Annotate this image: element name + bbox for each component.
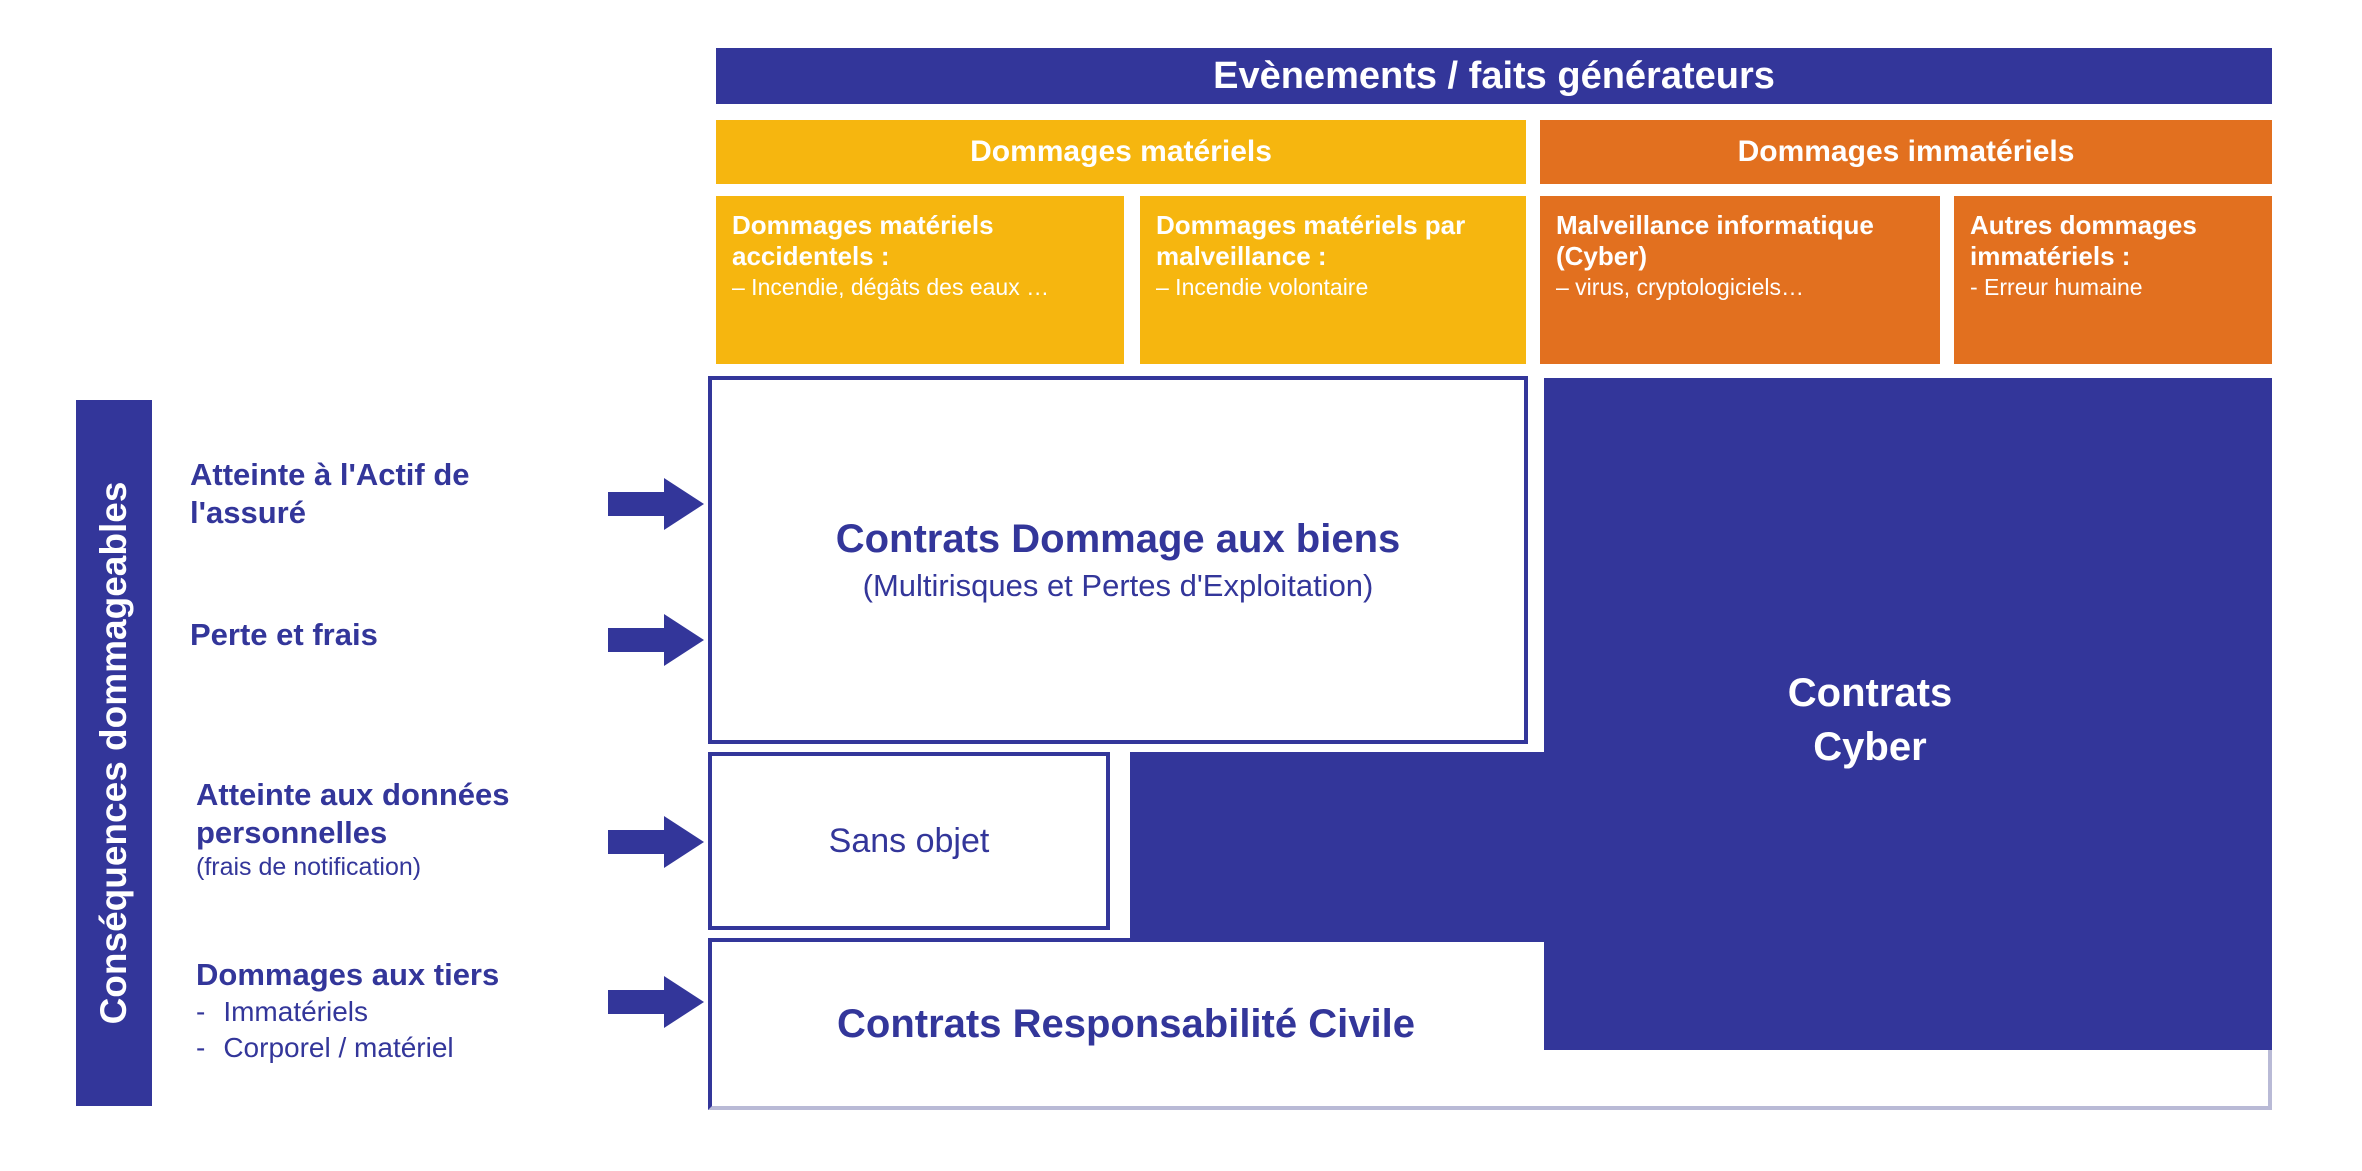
dommage-aux-biens-subtitle: (Multirisques et Pertes d'Exploitation) <box>862 568 1374 603</box>
subcategory-title: Dommages matériels par malveillance : <box>1156 210 1466 271</box>
subcategory-malveillance-cyber: Malveillance informatique (Cyber) – viru… <box>1540 196 1940 364</box>
row-label-actif-text: Atteinte à l'Actif de l'assuré <box>190 457 470 530</box>
bullet-item: -Immatériels <box>196 994 576 1030</box>
subcategory-materiels-accidentels: Dommages matériels accidentels : – Incen… <box>716 196 1124 364</box>
category-dommages-immateriels: Dommages immatériels <box>1540 120 2272 184</box>
row-label-perte-frais: Perte et frais <box>190 616 550 654</box>
sans-objet-box: Sans objet <box>708 752 1110 930</box>
category-dommages-immateriels-label: Dommages immatériels <box>1737 135 2075 168</box>
sans-objet-label: Sans objet <box>828 821 990 860</box>
row-label-donnees-text: Atteinte aux données personnelles <box>196 777 510 850</box>
subcategory-detail: – virus, cryptologiciels… <box>1556 274 1804 300</box>
responsabilite-civile-title: Contrats Responsabilité Civile <box>837 1001 1415 1046</box>
arrow-right-icon <box>608 478 704 530</box>
cyber-region-lower-cover <box>1544 938 2272 1050</box>
subcategory-materiels-malveillance: Dommages matériels par malveillance : – … <box>1140 196 1526 364</box>
category-dommages-materiels: Dommages matériels <box>716 120 1526 184</box>
events-header: Evènements / faits générateurs <box>716 48 2272 104</box>
row-label-donnees-sub: (frais de notification) <box>196 853 422 881</box>
bullet-item: -Corporel / matériel <box>196 1030 576 1066</box>
consequences-side-text: Conséquences dommageables <box>93 481 134 1025</box>
dommage-aux-biens-title: Contrats Dommage aux biens <box>835 517 1401 561</box>
bullet-text: Immatériels <box>223 996 369 1027</box>
subcategory-title: Dommages matériels accidentels : <box>732 210 994 271</box>
row-label-perte-frais-text: Perte et frais <box>190 617 378 652</box>
category-dommages-materiels-label: Dommages matériels <box>970 135 1272 168</box>
arrow-right-icon <box>608 976 704 1028</box>
row-label-dommages-tiers: Dommages aux tiers -Immatériels -Corpore… <box>196 956 576 1066</box>
subcategory-title: Malveillance informatique (Cyber) <box>1556 210 1874 271</box>
bullet-text: Corporel / matériel <box>223 1032 454 1063</box>
arrow-right-icon <box>608 816 704 868</box>
subcategory-detail: - Erreur humaine <box>1970 274 2143 300</box>
subcategory-title: Autres dommages immatériels : <box>1970 210 2197 271</box>
subcategory-detail: – Incendie volontaire <box>1156 274 1369 300</box>
row-label-donnees-personnelles: Atteinte aux données personnelles (frais… <box>196 776 576 882</box>
cyber-region-extension <box>1130 752 1550 938</box>
responsabilite-civile-label-wrap: Contrats Responsabilité Civile <box>712 942 1540 1106</box>
row-label-actif: Atteinte à l'Actif de l'assuré <box>190 456 550 532</box>
row-label-tiers-text: Dommages aux tiers <box>196 957 500 992</box>
cyber-line1: Contrats <box>1787 671 1953 715</box>
dommage-aux-biens-box: Contrats Dommage aux biens (Multirisques… <box>708 376 1528 744</box>
subcategory-detail: – Incendie, dégâts des eaux … <box>732 274 1050 300</box>
events-header-title: Evènements / faits générateurs <box>1213 54 1775 97</box>
subcategory-autres-immateriels: Autres dommages immatériels : - Erreur h… <box>1954 196 2272 364</box>
arrow-right-icon <box>608 614 704 666</box>
cyber-line2: Cyber <box>1813 725 1927 769</box>
cyber-contracts-label: Contrats Cyber <box>1660 650 2080 790</box>
consequences-side-label: Conséquences dommageables <box>76 400 152 1106</box>
